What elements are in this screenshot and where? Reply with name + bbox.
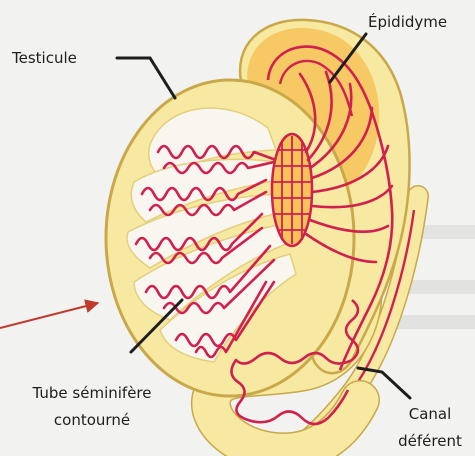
label-tube-line1: Tube séminifère [32, 384, 152, 402]
label-canal-line1: Canal [409, 405, 452, 423]
label-tube-line2: contourné [54, 411, 130, 429]
pointer-arrow [0, 303, 98, 328]
testicule-leader-line [117, 58, 175, 98]
label-epididyme: Épididyme [368, 12, 447, 31]
label-testicule: Testicule [11, 49, 77, 67]
label-canal-line2: déférent [398, 432, 462, 450]
